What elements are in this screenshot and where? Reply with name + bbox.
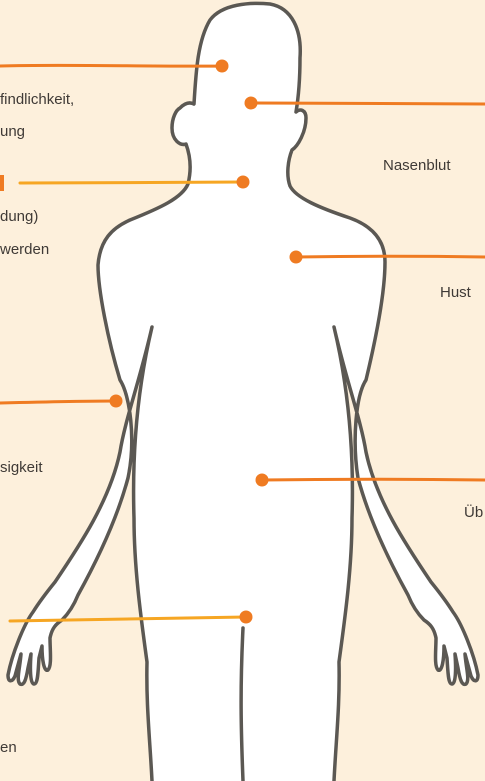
- leader-line-nose-right: [251, 103, 485, 104]
- label-head-line1: findlichkeit,: [0, 89, 74, 111]
- leader-line-neck-left: [20, 182, 243, 183]
- neck-label-accent: [0, 175, 4, 191]
- label-neck-line2: werden: [0, 239, 49, 261]
- leg-gap-line: [241, 628, 243, 781]
- marker-arm: [110, 395, 123, 408]
- label-head-line2: ung: [0, 121, 25, 143]
- marker-abdomen: [256, 474, 269, 487]
- label-chest: Hust: [440, 282, 471, 304]
- label-arm: sigkeit: [0, 457, 43, 479]
- marker-nose: [245, 97, 258, 110]
- label-nose: Nasenblut: [383, 155, 451, 177]
- label-neck-line1: dung): [0, 206, 38, 228]
- label-abdomen: Üb: [464, 502, 483, 524]
- leader-line-arm-left: [0, 401, 116, 403]
- label-bottom-left: en: [0, 737, 17, 759]
- leader-line-abdomen-right: [262, 479, 485, 480]
- marker-head: [216, 60, 229, 73]
- leader-line-chest-right: [296, 256, 485, 257]
- marker-chest: [290, 251, 303, 264]
- marker-pelvis: [240, 611, 253, 624]
- leader-line-head-left: [0, 65, 222, 66]
- marker-neck: [237, 176, 250, 189]
